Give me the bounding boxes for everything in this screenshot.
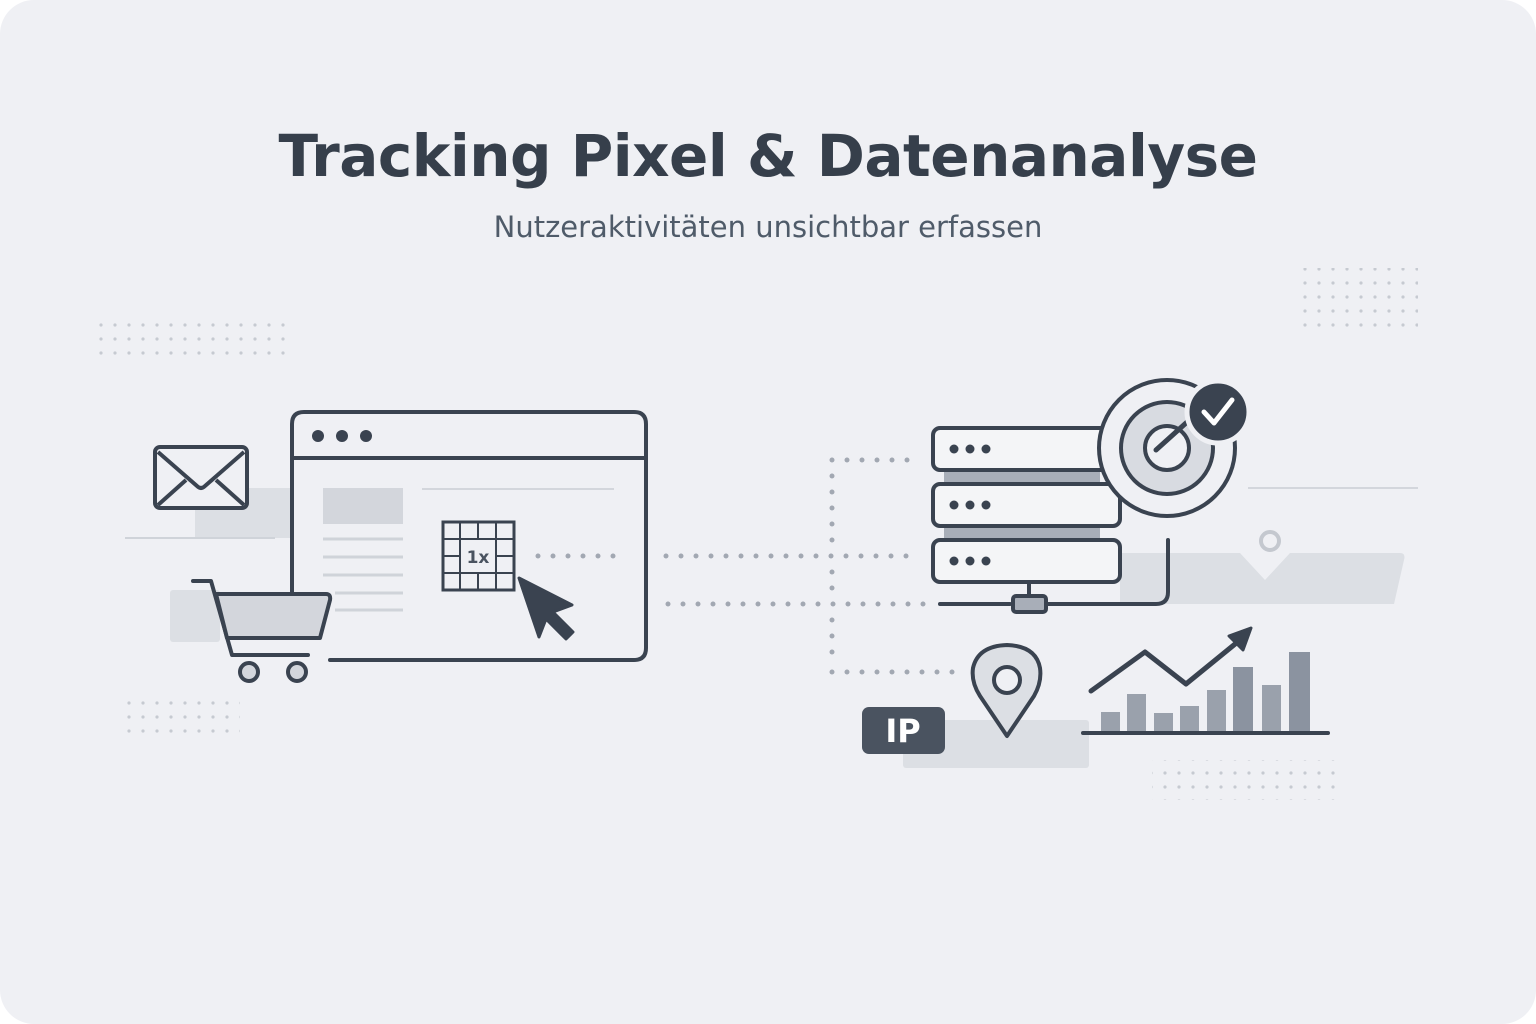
browser-window-icon bbox=[290, 410, 648, 662]
envelope-icon bbox=[153, 445, 249, 510]
pixel-label: 1x bbox=[467, 548, 490, 568]
mouse-cursor-icon bbox=[517, 576, 575, 641]
shopping-cart-icon bbox=[191, 579, 333, 683]
location-pin-icon bbox=[970, 643, 1043, 738]
server-stack-icon bbox=[931, 426, 1170, 614]
tracking-pixel-icon: 1x bbox=[441, 520, 516, 592]
decorative-dot-grid-top-right bbox=[1302, 268, 1418, 330]
decorative-dot-grid-top-left bbox=[90, 320, 290, 360]
ip-badge-label: IP bbox=[885, 712, 920, 750]
checkmark-badge-icon bbox=[1184, 378, 1252, 446]
trend-chart-icon bbox=[1081, 626, 1330, 735]
ip-badge: IP bbox=[862, 707, 945, 754]
page-subtitle: Nutzeraktivitäten unsichtbar erfassen bbox=[493, 210, 1043, 244]
background-panels-right bbox=[903, 487, 1418, 768]
decorative-dot-grid-bottom-left bbox=[120, 698, 240, 738]
page-title: Tracking Pixel & Datenanalyse bbox=[278, 122, 1258, 190]
decorative-dot-grid-bottom-right bbox=[1152, 760, 1342, 800]
dotted-connectors bbox=[535, 457, 955, 675]
